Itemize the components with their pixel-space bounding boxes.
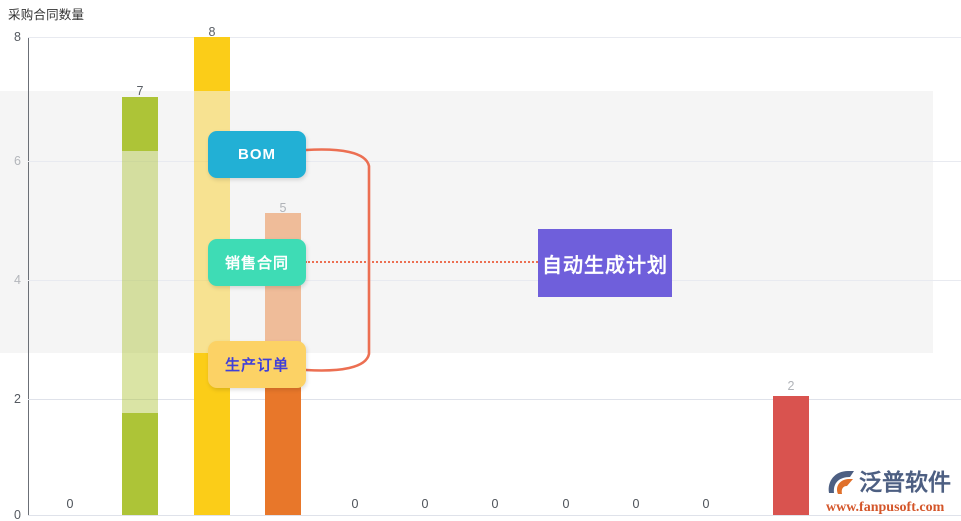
bar-3-value: 8 [208, 25, 216, 39]
gridline-8: 8 [14, 30, 961, 44]
bar-7-value: 0 [491, 497, 499, 511]
bar-11-fill [773, 396, 809, 515]
bar-11[interactable] [773, 396, 809, 515]
callout-sales-contract[interactable]: 销售合同 [208, 239, 306, 286]
brace-connector-icon [304, 148, 371, 372]
watermark-url: www.fanpusoft.com [826, 500, 945, 515]
bar-2[interactable] [122, 97, 158, 515]
bar-1-value: 0 [66, 497, 74, 511]
bar-3-top [194, 37, 230, 91]
bar-5-value: 0 [351, 497, 359, 511]
callout-bom[interactable]: BOM [208, 131, 306, 178]
gridline-4: 4 [14, 273, 961, 287]
bar-4-value: 5 [279, 201, 287, 215]
bar-2-value: 7 [136, 84, 144, 98]
plot-area: 0 2 4 6 8 7 8 [14, 25, 961, 521]
callout-production-order[interactable]: 生产订单 [208, 341, 306, 388]
y-tick-6: 6 [14, 154, 21, 168]
watermark: 泛普软件 www.fanpusoft.com [826, 466, 958, 518]
y-axis-line [28, 37, 29, 515]
watermark-brand: 泛普软件 [859, 469, 951, 495]
bar-9-value: 0 [632, 497, 640, 511]
y-tick-4: 4 [14, 273, 21, 287]
bar-6-value: 0 [421, 497, 429, 511]
y-tick-0: 0 [14, 508, 21, 521]
dotted-connector [305, 261, 541, 263]
bar-2-bottom [122, 413, 158, 515]
bar-10-value: 0 [702, 497, 710, 511]
chart-title: 采购合同数量 [8, 8, 85, 22]
bar-2-band [122, 151, 158, 413]
gridline-2: 2 [14, 392, 961, 406]
callout-sales-contract-label: 销售合同 [224, 255, 289, 272]
fanpu-logo-icon [826, 469, 856, 497]
callout-production-order-label: 生产订单 [224, 357, 289, 374]
callout-auto-plan[interactable]: 自动生成计划 [538, 229, 672, 297]
y-tick-2: 2 [14, 392, 21, 406]
bar-2-top [122, 97, 158, 151]
gridline-0: 0 [14, 508, 961, 521]
callout-auto-plan-label: 自动生成计划 [542, 254, 668, 277]
y-tick-8: 8 [14, 30, 21, 44]
callout-bom-label: BOM [238, 146, 276, 163]
bar-8-value: 0 [562, 497, 570, 511]
gridline-6: 6 [14, 154, 961, 168]
bar-11-value: 2 [787, 379, 795, 393]
